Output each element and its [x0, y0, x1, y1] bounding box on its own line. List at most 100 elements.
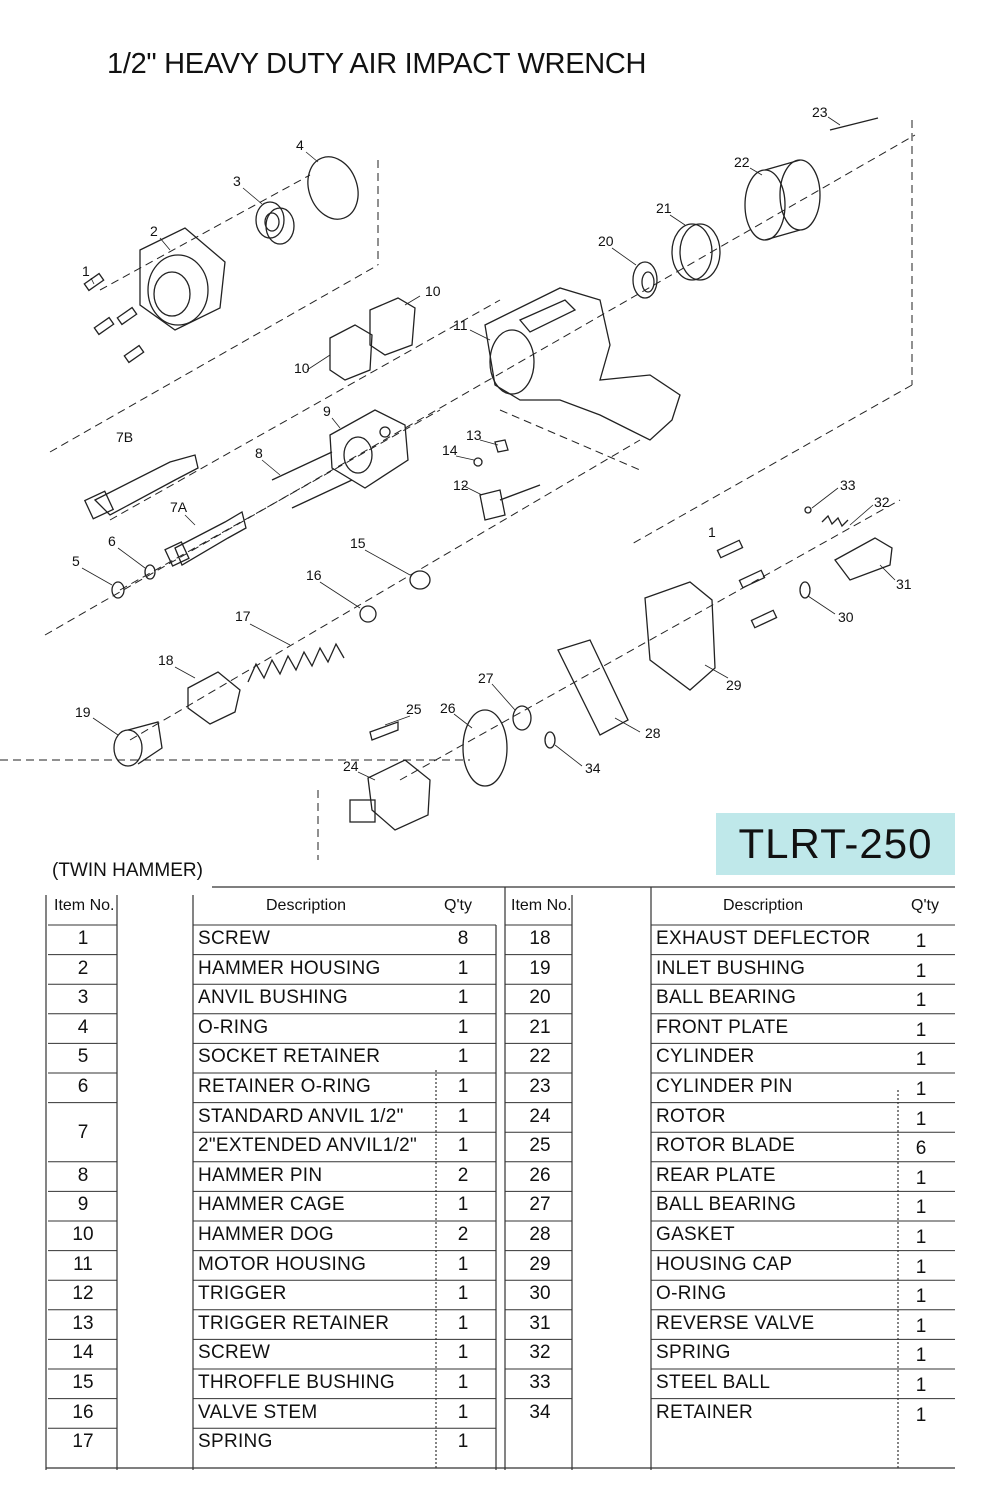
callout-label: 31	[896, 576, 912, 592]
rotor-blade-part	[369, 721, 399, 741]
callout-label: 23	[812, 104, 828, 120]
part-item-number: 6	[77, 1076, 89, 1097]
part-description: SPRING	[656, 1342, 731, 1364]
part-quantity: 1	[915, 1079, 927, 1100]
callout-label: 7B	[116, 429, 133, 445]
part-quantity: 1	[457, 1372, 469, 1393]
trigger-part	[479, 484, 541, 521]
model-number-badge: TLRT-250	[716, 813, 955, 875]
callout-label: 24	[343, 758, 359, 774]
part-quantity: 1	[457, 1046, 469, 1068]
callout-label: 20	[598, 233, 614, 249]
part-description: INLET BUSHING	[656, 957, 806, 979]
part-quantity: 2	[457, 1164, 469, 1186]
part-item-number: 17	[72, 1431, 94, 1453]
part-description: REAR PLATE	[656, 1164, 776, 1186]
part-item-number: 15	[72, 1372, 94, 1393]
part-quantity: 1	[915, 1019, 927, 1041]
part-description: VALVE STEM	[198, 1401, 318, 1423]
part-quantity: 1	[915, 1167, 927, 1189]
left-description-header: Description	[266, 897, 347, 914]
callout-label: 7A	[170, 499, 188, 515]
part-description: RETAINER	[656, 1401, 754, 1423]
ball-bearing-part	[632, 261, 658, 299]
part-item-number: 34	[529, 1401, 551, 1423]
right-qty-header: Q'ty	[911, 897, 939, 914]
part-quantity: 1	[457, 1283, 469, 1305]
part-item-number: 29	[529, 1253, 551, 1275]
part-item-number: 21	[529, 1016, 551, 1038]
axis-line	[44, 134, 916, 636]
part-description: HOUSING CAP	[656, 1253, 793, 1275]
right-item-no-header: Item No.	[511, 897, 572, 914]
left-item-no-header: Item No.	[54, 897, 115, 914]
part-description: SPRING	[198, 1431, 273, 1453]
part-description: SOCKET RETAINER	[198, 1046, 381, 1068]
screw-part	[716, 539, 778, 629]
part-quantity: 1	[915, 931, 927, 952]
callout-label: 1	[708, 524, 716, 540]
callout-label: 14	[442, 442, 458, 458]
part-description: RETAINER O-RING	[198, 1076, 372, 1097]
part-item-number: 13	[72, 1312, 94, 1334]
part-quantity: 1	[457, 1431, 469, 1453]
part-item-number: 16	[72, 1401, 94, 1423]
standard-anvil-part	[164, 510, 247, 567]
axis-line	[399, 499, 901, 781]
part-quantity: 1	[915, 1227, 927, 1248]
part-description: ROTOR BLADE	[656, 1135, 796, 1157]
part-item-number: 26	[529, 1164, 551, 1186]
part-quantity: 2	[457, 1224, 469, 1245]
callout-label: 10	[425, 283, 441, 299]
part-description: HAMMER HOUSING	[198, 957, 381, 979]
callout-label: 30	[838, 609, 854, 625]
part-description: O-RING	[656, 1283, 727, 1305]
part-quantity: 1	[915, 1049, 927, 1071]
valve-stem-part	[359, 605, 377, 623]
retainer-o-ring-part	[144, 564, 156, 580]
callout-label: 9	[323, 403, 331, 419]
part-item-number: 8	[77, 1164, 89, 1186]
part-quantity: 1	[457, 1312, 469, 1334]
hammer-cage-part	[329, 409, 409, 489]
part-quantity: 1	[915, 1197, 927, 1219]
part-item-number: 14	[72, 1342, 94, 1364]
part-description: STEEL BALL	[656, 1372, 771, 1393]
part-quantity: 1	[915, 1345, 927, 1367]
part-quantity: 1	[915, 1256, 927, 1278]
gasket-part	[557, 639, 629, 736]
throffle-bushing-part	[409, 570, 431, 590]
part-description: ROTOR	[656, 1105, 726, 1127]
exploded-diagram: 1 2 3 4 5 6 7A 7B 8 9 10 10 11 12 13 14 …	[0, 104, 916, 860]
part-description: THROFFLE BUSHING	[198, 1372, 395, 1393]
part-item-number: 24	[529, 1105, 551, 1127]
part-quantity: 1	[915, 1315, 927, 1337]
axis-line	[119, 409, 441, 591]
part-description: SCREW	[198, 1342, 271, 1364]
callout-label: 4	[296, 137, 304, 153]
extended-anvil-part	[83, 454, 199, 520]
part-item-number: 18	[529, 928, 551, 949]
part-quantity: 1	[457, 1135, 469, 1157]
part-item-number: 4	[77, 1016, 89, 1038]
exhaust-deflector-part	[187, 671, 241, 725]
part-description: O-RING	[198, 1016, 269, 1038]
part-quantity: 1	[915, 960, 927, 982]
part-item-number: 23	[529, 1076, 551, 1097]
part-description: CYLINDER PIN	[656, 1076, 793, 1097]
callout-label: 19	[75, 704, 91, 720]
part-description: TRIGGER	[198, 1283, 287, 1305]
part-quantity: 1	[457, 987, 469, 1009]
part-description: ANVIL BUSHING	[198, 987, 348, 1009]
part-item-number: 33	[529, 1372, 551, 1393]
reverse-valve-part	[834, 537, 893, 581]
axis-line	[129, 439, 641, 741]
motor-housing-part	[484, 287, 681, 441]
callout-label: 26	[440, 700, 456, 716]
part-quantity: 6	[915, 1138, 927, 1160]
part-quantity: 8	[457, 928, 469, 949]
screw-part	[473, 457, 483, 467]
part-item-number: 22	[529, 1046, 551, 1068]
part-quantity: 1	[915, 1286, 927, 1308]
